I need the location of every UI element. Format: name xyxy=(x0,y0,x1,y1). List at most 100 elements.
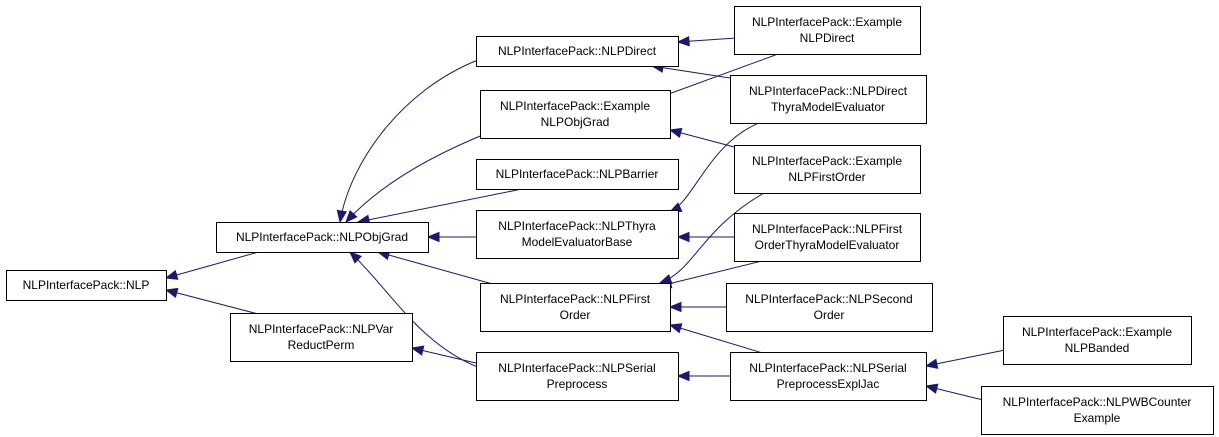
node-label-line: NLPInterfacePack::Example xyxy=(1022,325,1172,339)
class-node-firstthyra[interactable]: NLPInterfacePack::NLPFirstOrderThyraMode… xyxy=(734,213,921,262)
arrowhead xyxy=(924,358,939,369)
node-box[interactable] xyxy=(734,213,921,262)
node-label-line: NLPInterfacePack::NLPObjGrad xyxy=(236,230,408,244)
node-label-line: ModelEvaluatorBase xyxy=(522,235,633,249)
node-label-line: NLPInterfacePack::NLPFirst xyxy=(752,222,903,236)
node-box[interactable] xyxy=(726,283,933,332)
node-label-line: OrderThyraModelEvaluator xyxy=(755,238,900,252)
class-node-serialjac[interactable]: NLPInterfacePack::NLPSerialPreprocessExp… xyxy=(730,352,927,401)
node-label-line: Preprocess xyxy=(547,377,608,391)
edge-wbcounter-to-serialjac xyxy=(924,383,984,401)
node-box[interactable] xyxy=(476,159,679,190)
edge-nlpvar-to-nlp xyxy=(164,287,263,316)
node-box[interactable] xyxy=(476,36,679,67)
node-label-line: Example xyxy=(1074,411,1121,425)
node-box[interactable] xyxy=(730,75,927,124)
arrowhead xyxy=(164,269,179,280)
node-box[interactable] xyxy=(1003,316,1192,365)
edge-line xyxy=(357,188,523,223)
node-box[interactable] xyxy=(730,352,927,401)
arrowhead xyxy=(676,35,690,47)
edge-thyrabase-to-nlpobjgrad xyxy=(426,231,476,243)
node-box[interactable] xyxy=(734,145,921,194)
node-box[interactable] xyxy=(216,222,429,253)
node-label-line: NLPFirstOrder xyxy=(788,170,865,184)
node-label-line: NLPInterfacePack::NLPThyra xyxy=(498,219,656,233)
class-node-directthyra[interactable]: NLPInterfacePack::NLPDirectThyraModelEva… xyxy=(730,75,927,124)
node-box[interactable] xyxy=(230,313,413,362)
node-box[interactable] xyxy=(6,270,167,301)
arrowhead xyxy=(349,251,362,264)
node-box[interactable] xyxy=(981,386,1214,435)
arrowhead xyxy=(426,231,440,243)
edge-firstthyra-to-thyrabase xyxy=(676,231,734,243)
edge-line xyxy=(669,324,767,355)
edge-line xyxy=(925,349,1006,367)
node-label-line: NLPInterfacePack::Example xyxy=(500,99,650,113)
class-node-barrier[interactable]: NLPInterfacePack::NLPBarrier xyxy=(476,159,679,190)
node-label-line: NLPInterfacePack::NLPDirect xyxy=(749,84,908,98)
class-node-nlpobjgrad[interactable]: NLPInterfacePack::NLPObjGrad xyxy=(216,222,429,253)
edge-line xyxy=(411,347,481,365)
edge-second-to-firstorder xyxy=(668,301,726,313)
node-label-line: NLPInterfacePack::NLPSerial xyxy=(498,361,655,375)
node-label-line: PreprocessExplJac xyxy=(777,377,880,391)
node-label-line: NLPInterfacePack::NLP xyxy=(23,278,150,292)
node-label-line: NLPInterfacePack::Example xyxy=(752,15,902,29)
edge-exdirect-to-nlpdirect xyxy=(676,35,737,47)
edge-line xyxy=(345,131,491,223)
edge-nlpdirect-to-nlpobjgrad xyxy=(336,59,479,224)
arrowhead xyxy=(676,370,690,382)
class-node-nlp[interactable]: NLPInterfacePack::NLP xyxy=(6,270,167,301)
edge-line xyxy=(659,259,767,287)
edge-line xyxy=(165,250,263,279)
node-box[interactable] xyxy=(476,352,679,401)
edge-nlpobjgrad-to-nlp xyxy=(164,250,263,280)
node-box[interactable] xyxy=(734,6,921,55)
node-box[interactable] xyxy=(480,90,671,139)
edge-exfirstorder-to-exobjgrad xyxy=(668,127,739,149)
arrowhead xyxy=(668,323,683,334)
arrowhead xyxy=(410,345,425,356)
edge-exobjgrad-to-nlpobjgrad xyxy=(345,131,491,223)
nodes-layer: NLPInterfacePack::NLPNLPInterfacePack::N… xyxy=(6,6,1214,435)
node-box[interactable] xyxy=(476,210,679,259)
arrowhead xyxy=(336,209,348,224)
edge-serialjac-to-firstorder xyxy=(668,323,767,355)
node-label-line: ThyraModelEvaluator xyxy=(771,100,885,114)
edge-line xyxy=(165,289,263,316)
class-node-firstorder[interactable]: NLPInterfacePack::NLPFirstOrder xyxy=(480,283,671,332)
edge-exbanded-to-serialjac xyxy=(924,349,1006,369)
arrowhead xyxy=(924,383,939,394)
class-node-thyrabase[interactable]: NLPInterfacePack::NLPThyraModelEvaluator… xyxy=(476,210,679,259)
arrowhead xyxy=(164,287,179,298)
node-label-line: NLPDirect xyxy=(800,31,855,45)
arrowhead xyxy=(668,301,682,313)
node-label-line: NLPObjGrad xyxy=(541,115,610,129)
node-label-line: NLPInterfacePack::NLPBarrier xyxy=(496,167,659,181)
node-label-line: NLPInterfacePack::NLPFirst xyxy=(500,292,651,306)
node-label-line: ReductPerm xyxy=(288,338,355,352)
node-label-line: NLPInterfacePack::NLPSerial xyxy=(749,361,906,375)
edge-line xyxy=(377,251,497,286)
node-label-line: Order xyxy=(560,308,591,322)
class-node-nlpdirect[interactable]: NLPInterfacePack::NLPDirect xyxy=(476,36,679,67)
node-label-line: NLPBanded xyxy=(1065,341,1130,355)
edge-serialjac-to-serialpre xyxy=(676,370,730,382)
node-box[interactable] xyxy=(480,283,671,332)
arrowhead xyxy=(676,231,690,243)
node-label-line: NLPInterfacePack::Example xyxy=(752,154,902,168)
arrowhead xyxy=(668,127,683,139)
edge-line xyxy=(659,192,765,284)
arrowhead xyxy=(345,209,358,223)
